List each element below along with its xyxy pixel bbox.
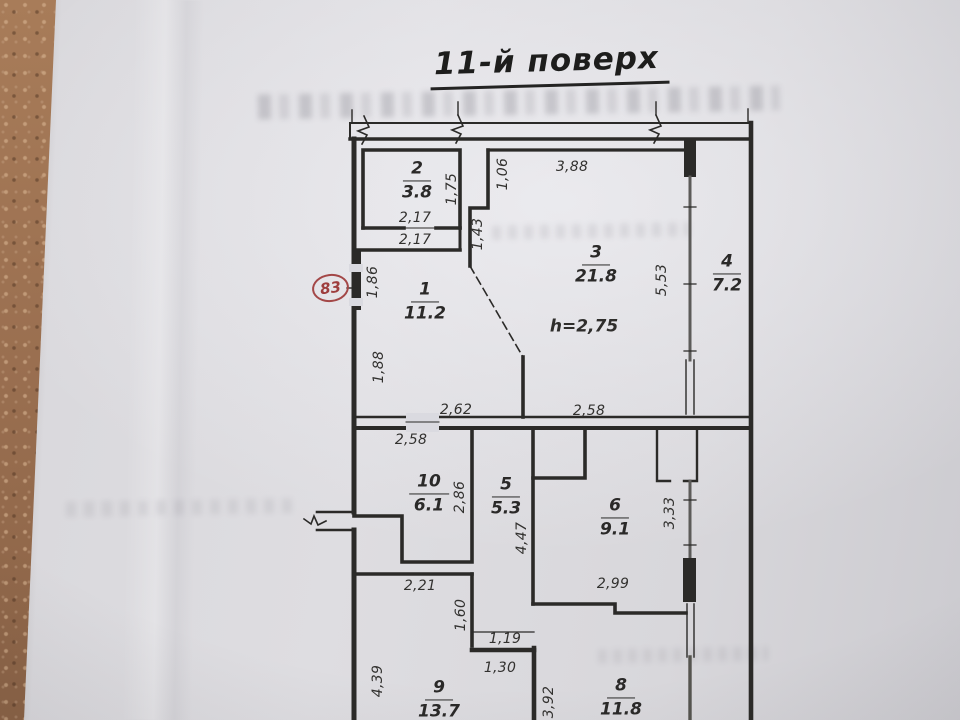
loggia-window-partitions: [683, 139, 697, 720]
dimension-label: 2,17: [398, 232, 432, 248]
dimension-label: 2,99: [596, 576, 630, 592]
dimension-label: 4,39: [370, 664, 386, 698]
room-number: 6: [601, 496, 629, 518]
dimension-label: 1,30: [483, 660, 517, 676]
dimension-label: 2,58: [394, 432, 428, 448]
dimension-label: 3,92: [541, 685, 557, 719]
room-number: 9: [425, 678, 453, 700]
dimension-label: 1,86: [365, 265, 381, 299]
dimension-label: 1,88: [371, 350, 387, 384]
room-area: 13.7: [418, 701, 460, 720]
room-number: 10: [409, 472, 449, 494]
room-area: 7.2: [711, 275, 743, 295]
dimension-label: 2,21: [403, 578, 437, 594]
room-area: 21.8: [575, 266, 617, 286]
room-area: 6.1: [413, 495, 445, 515]
interior-partitions: [352, 148, 688, 720]
dimension-label: 1,43: [470, 217, 486, 251]
dashed-opening-line: [468, 264, 525, 359]
dimension-label: 1,60: [453, 598, 469, 632]
room-number: 1: [411, 280, 439, 302]
ceiling-height-note: h=2,75: [549, 316, 619, 337]
dimension-label: 3,33: [662, 496, 678, 530]
dimension-label: 4,47: [514, 521, 530, 555]
floor-title: 11-й поверх: [429, 40, 670, 91]
dimension-label: 2,62: [439, 402, 473, 418]
wall-break-symbols: [351, 101, 749, 146]
dimension-label: 1,75: [444, 172, 460, 206]
dimension-label: 1,19: [488, 631, 522, 647]
room-area: 11.2: [404, 303, 446, 323]
dimension-label: 5,53: [654, 263, 670, 297]
room-number: 2: [403, 159, 431, 181]
left-exterior-wall: [302, 136, 363, 720]
room-number: 4: [713, 252, 741, 274]
room-number: 5: [492, 475, 520, 497]
room-number: 8: [607, 676, 635, 698]
room-area: 5.3: [490, 498, 522, 518]
dimension-label: 2,86: [452, 480, 468, 514]
dimension-label: 2,17: [398, 210, 432, 226]
room-area: 9.1: [599, 519, 631, 539]
room-area: 11.8: [600, 699, 642, 719]
room-number: 3: [582, 243, 610, 265]
dimension-label: 2,58: [572, 403, 606, 419]
dimension-label: 3,88: [555, 159, 589, 175]
middle-wall-band: [352, 413, 753, 483]
dimension-label: 1,06: [495, 157, 511, 191]
room-area: 3.8: [401, 182, 433, 202]
top-exterior-wall: [348, 122, 751, 141]
